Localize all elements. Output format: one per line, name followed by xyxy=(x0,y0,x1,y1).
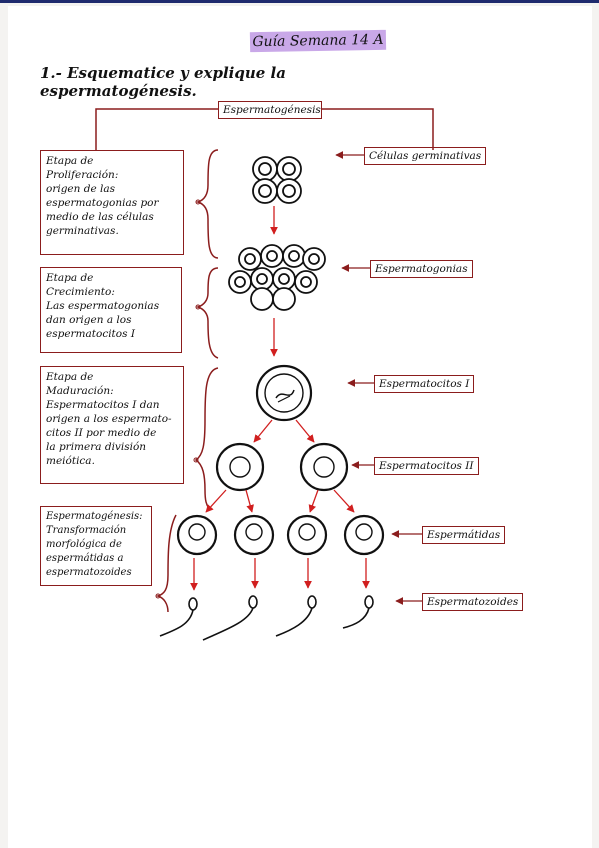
label-germ-cells: Células germinativas xyxy=(364,147,487,165)
label-secondary-spermatocyte: Espermatocitos II xyxy=(374,457,479,475)
page-title: Guía Semana 14 A xyxy=(249,29,387,53)
header-label: Espermatogénesis xyxy=(218,101,322,119)
label-spermatogonia: Espermatogonias xyxy=(370,260,473,278)
question-text: 1.- Esquematice y explique la espermatog… xyxy=(40,64,286,100)
stage-box-maturation: Etapa de Maduración: Espermatocitos I da… xyxy=(40,366,184,484)
label-primary-spermatocyte: Espermatocitos I xyxy=(374,375,475,393)
notebook-page xyxy=(8,6,592,848)
label-spermatids: Espermátidas xyxy=(422,526,506,544)
progression-arrows xyxy=(190,206,370,591)
brace-dot xyxy=(195,199,201,205)
spermatids xyxy=(176,514,385,556)
stage-box-proliferation: Etapa de Proliferación: origen de las es… xyxy=(40,150,184,255)
brace-dot xyxy=(193,457,199,463)
secondary-spermatocytes xyxy=(215,442,349,492)
brace-dot xyxy=(195,304,201,310)
spermatozoa xyxy=(159,595,374,641)
header-connector xyxy=(95,108,434,150)
germ-cells xyxy=(252,156,302,204)
stage-box-growth: Etapa de Crecimiento: Las espermatogonia… xyxy=(40,267,182,353)
brace-dot xyxy=(155,593,161,599)
stage-braces xyxy=(155,149,219,613)
scan-top-edge xyxy=(0,0,599,3)
stage-box-spermiogenesis: Espermatogénesis: Transformación morfoló… xyxy=(40,506,152,586)
primary-spermatocyte xyxy=(255,364,313,422)
spermatogonia-cells xyxy=(228,244,326,311)
label-pointer-arrows xyxy=(335,151,422,605)
label-spermatozoa: Espermatozoides xyxy=(422,593,524,611)
